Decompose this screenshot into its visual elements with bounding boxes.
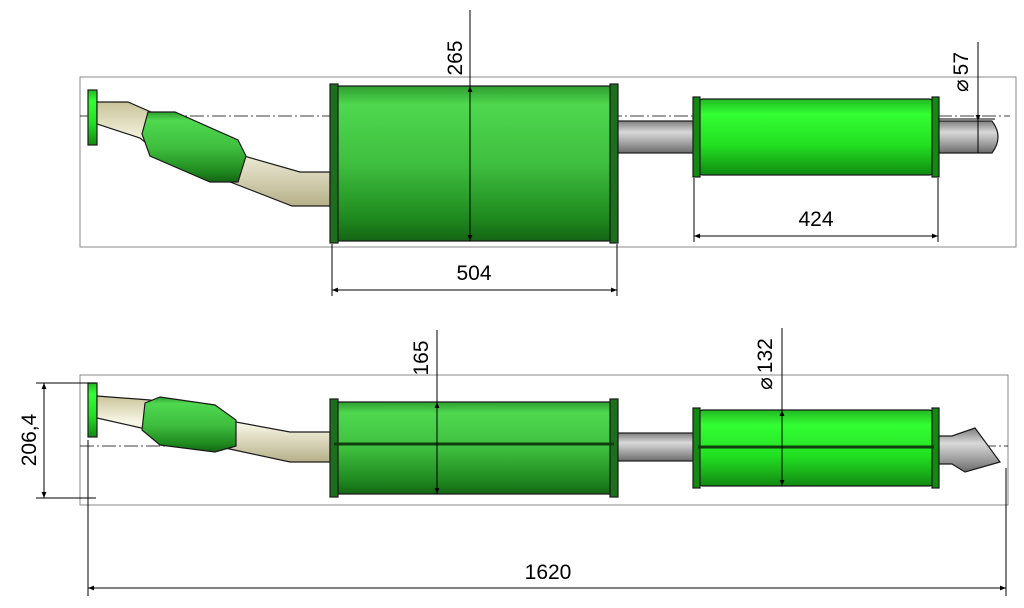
inlet-flange bbox=[87, 89, 98, 146]
top-view-frame bbox=[79, 76, 1017, 248]
dim-132-label: ⌀132 bbox=[754, 338, 777, 390]
tailpipe bbox=[938, 120, 999, 154]
side-inlet-flange bbox=[87, 382, 98, 438]
dim-265-label: 265 bbox=[444, 40, 467, 75]
rear-muffler bbox=[697, 98, 935, 176]
side-view-frame bbox=[79, 374, 1009, 506]
side-middle-pipe bbox=[617, 432, 699, 462]
dim-165-label: 165 bbox=[410, 340, 433, 375]
dim-424-label: 424 bbox=[798, 208, 833, 231]
dim-206-4-label: 206,4 bbox=[18, 413, 41, 466]
side-main-muffler bbox=[333, 401, 615, 495]
side-main-muffler-end-cap-right bbox=[609, 398, 619, 498]
main-muffler-end-cap-right bbox=[609, 83, 619, 244]
side-catalytic-converter bbox=[141, 396, 237, 453]
middle-pipe bbox=[617, 120, 699, 154]
dim-1620-label: 1620 bbox=[525, 561, 572, 584]
catalytic-converter bbox=[141, 111, 247, 183]
side-tailpipe bbox=[938, 427, 1001, 473]
rear-muffler-end-cap-right bbox=[931, 96, 940, 178]
rear-muffler-end-cap-left bbox=[692, 96, 701, 178]
side-main-muffler-end-cap-left bbox=[329, 398, 339, 498]
dim-57-label: ⌀57 bbox=[950, 52, 973, 92]
side-view: 165 ⌀132 206,4 1620 bbox=[18, 328, 1009, 596]
dim-504-label: 504 bbox=[456, 262, 491, 285]
main-muffler bbox=[333, 85, 615, 242]
main-muffler-end-cap-left bbox=[329, 83, 339, 244]
top-view: 265 ⌀57 504 424 bbox=[79, 10, 1017, 296]
